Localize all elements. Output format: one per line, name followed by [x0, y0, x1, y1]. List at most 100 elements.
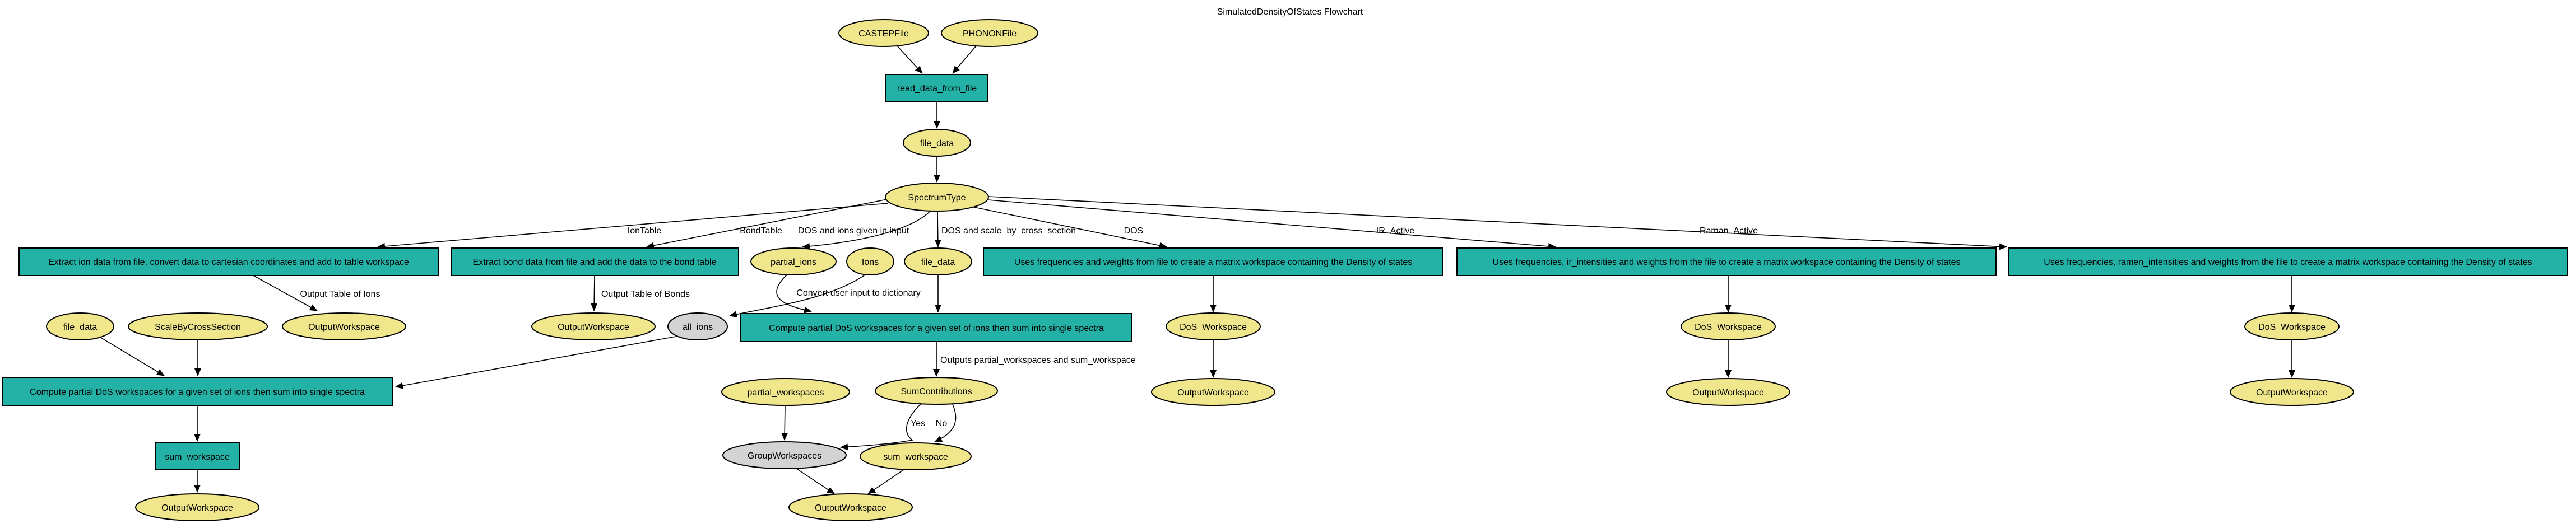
node-outputws-dos-label: OutputWorkspace: [1177, 388, 1249, 398]
label-dos-scale: DOS and scale_by_cross_section: [941, 226, 1076, 236]
node-sum-workspace: sum_workspace: [860, 442, 972, 470]
node-outputws-mid: OutputWorkspace: [788, 493, 913, 521]
node-read-data-from-file: read_data_from_file: [885, 74, 988, 102]
edge-filedata3-to-computeleft: [100, 337, 165, 376]
node-sumcontributions: SumContributions: [875, 377, 998, 405]
label-outputs-partial: Outputs partial_workspaces and sum_works…: [940, 356, 1136, 365]
edge-groupws-to-outputmid: [795, 468, 835, 494]
node-spectrumtype-label: SpectrumType: [908, 193, 966, 203]
edge-raman-active: [988, 196, 2007, 250]
node-castepfile: CASTEPFile: [838, 19, 929, 47]
node-extract-ion-box: Extract ion data from file, convert data…: [18, 247, 439, 276]
node-outputws-raman-label: OutputWorkspace: [2256, 388, 2328, 398]
label-iontable: IonTable: [628, 226, 662, 236]
label-ir-active: IR_Active: [1376, 226, 1415, 236]
label-no: No: [936, 419, 948, 428]
edge-ions-to-allions: [729, 274, 866, 318]
node-outputws-bondtable: OutputWorkspace: [531, 312, 656, 340]
node-dosws-dos: DoS_Workspace: [1166, 312, 1261, 340]
node-sum-workspace-label: sum_workspace: [883, 452, 948, 462]
node-outputws-ir-label: OutputWorkspace: [1692, 388, 1764, 398]
node-raman-box-label: Uses frequencies, ramen_intensities and …: [2044, 258, 2532, 267]
node-scalebycrosssection-label: ScaleByCrossSection: [155, 323, 241, 332]
node-file-data-left-label: file_data: [63, 323, 98, 332]
edge-ir-active: [987, 199, 1556, 250]
node-groupworkspaces: GroupWorkspaces: [722, 441, 847, 469]
node-raman-box: Uses frequencies, ramen_intensities and …: [2008, 247, 2568, 276]
node-outputws-iontable-label: OutputWorkspace: [308, 323, 380, 332]
node-phononfile-label: PHONONFile: [963, 29, 1017, 39]
node-sum-workspace-box-label: sum_workspace: [165, 452, 230, 462]
edge-dos-ions-input: [802, 209, 932, 250]
node-outputws-bondtable-label: OutputWorkspace: [558, 323, 629, 332]
node-outputws-iontable: OutputWorkspace: [282, 312, 406, 340]
edge-phononfile-to-read: [952, 45, 977, 74]
node-file-data-mid-label: file_data: [921, 258, 955, 267]
node-compute-mid-box-label: Compute partial DoS workspaces for a giv…: [769, 324, 1104, 333]
node-outputws-left-label: OutputWorkspace: [161, 503, 233, 513]
edge-output-table-bonds: [591, 275, 598, 311]
edge-partialions-to-computemid: [776, 274, 812, 314]
node-partial-ions: partial_ions: [750, 247, 837, 275]
node-file-data-mid: file_data: [904, 247, 972, 275]
edge-bondtable: [646, 199, 888, 249]
node-extract-bond-box: Extract bond data from file and add the …: [451, 247, 739, 276]
node-dos-box-label: Uses frequencies and weights from file t…: [1014, 258, 1413, 267]
node-compute-left-box-label: Compute partial DoS workspaces for a giv…: [30, 387, 365, 397]
node-phononfile: PHONONFile: [941, 19, 1038, 47]
label-yes: Yes: [911, 419, 925, 428]
node-outputws-left: OutputWorkspace: [135, 493, 259, 521]
edge-allions-to-computeleft: [395, 336, 676, 389]
node-groupworkspaces-label: GroupWorkspaces: [748, 451, 821, 461]
node-compute-left-box: Compute partial DoS workspaces for a giv…: [2, 377, 393, 406]
node-file-data-top: file_data: [903, 129, 971, 157]
node-file-data-left: file_data: [46, 312, 114, 340]
node-dos-box: Uses frequencies and weights from file t…: [983, 247, 1443, 276]
node-dosws-ir: DoS_Workspace: [1681, 312, 1776, 340]
label-convert-input: Convert user input to dictionary: [796, 288, 920, 298]
edge-dos-scale: [934, 211, 941, 247]
node-dosws-raman: DoS_Workspace: [2244, 312, 2340, 340]
edge-castepfile-to-read: [897, 45, 923, 74]
node-ir-box-label: Uses frequencies, ir_intensities and wei…: [1492, 258, 1960, 267]
label-raman-active: Raman_Active: [1700, 226, 1758, 236]
edge-labels: IonTable BondTable DOS and ions given in…: [300, 226, 1758, 428]
diagram-title: SimulatedDensityOfStates Flowchart: [1217, 7, 1363, 17]
node-outputws-dos: OutputWorkspace: [1151, 378, 1275, 406]
node-outputws-raman: OutputWorkspace: [2230, 378, 2354, 406]
node-all-ions-label: all_ions: [683, 323, 713, 332]
node-extract-bond-box-label: Extract bond data from file and add the …: [473, 258, 717, 267]
node-extract-ion-box-label: Extract ion data from file, convert data…: [48, 258, 409, 267]
node-all-ions: all_ions: [667, 312, 728, 340]
label-output-table-bonds: Output Table of Bonds: [601, 289, 690, 299]
node-partial-workspaces-label: partial_workspaces: [748, 388, 824, 398]
edge-sumws-to-outputmid: [867, 469, 905, 494]
label-dos: DOS: [1124, 226, 1144, 236]
node-ir-box: Uses frequencies, ir_intensities and wei…: [1456, 247, 1997, 276]
node-file-data-top-label: file_data: [920, 139, 954, 148]
node-partial-ions-label: partial_ions: [771, 258, 816, 267]
node-ions-label: Ions: [862, 258, 879, 267]
node-sumcontributions-label: SumContributions: [901, 387, 972, 396]
node-partial-workspaces: partial_workspaces: [721, 378, 850, 406]
edge-dos: [973, 207, 1167, 249]
node-scalebycrosssection: ScaleByCrossSection: [128, 312, 268, 340]
edges: [100, 45, 2295, 494]
label-dos-ions-input: DOS and ions given in input: [798, 226, 909, 236]
node-outputws-mid-label: OutputWorkspace: [815, 503, 886, 513]
node-dosws-ir-label: DoS_Workspace: [1695, 323, 1762, 332]
node-compute-mid-box: Compute partial DoS workspaces for a giv…: [740, 313, 1132, 342]
node-castepfile-label: CASTEPFile: [858, 29, 909, 39]
edge-output-table-ions: [253, 275, 318, 311]
edge-yes-to-groupws: [840, 404, 921, 451]
node-dosws-raman-label: DoS_Workspace: [2258, 323, 2326, 332]
node-outputws-ir: OutputWorkspace: [1666, 378, 1790, 406]
label-bondtable: BondTable: [740, 226, 782, 236]
edge-iontable: [377, 203, 889, 250]
node-ions: Ions: [846, 247, 894, 275]
node-spectrumtype: SpectrumType: [885, 183, 989, 212]
node-dosws-dos-label: DoS_Workspace: [1180, 323, 1247, 332]
label-output-table-ions: Output Table of Ions: [300, 289, 380, 299]
